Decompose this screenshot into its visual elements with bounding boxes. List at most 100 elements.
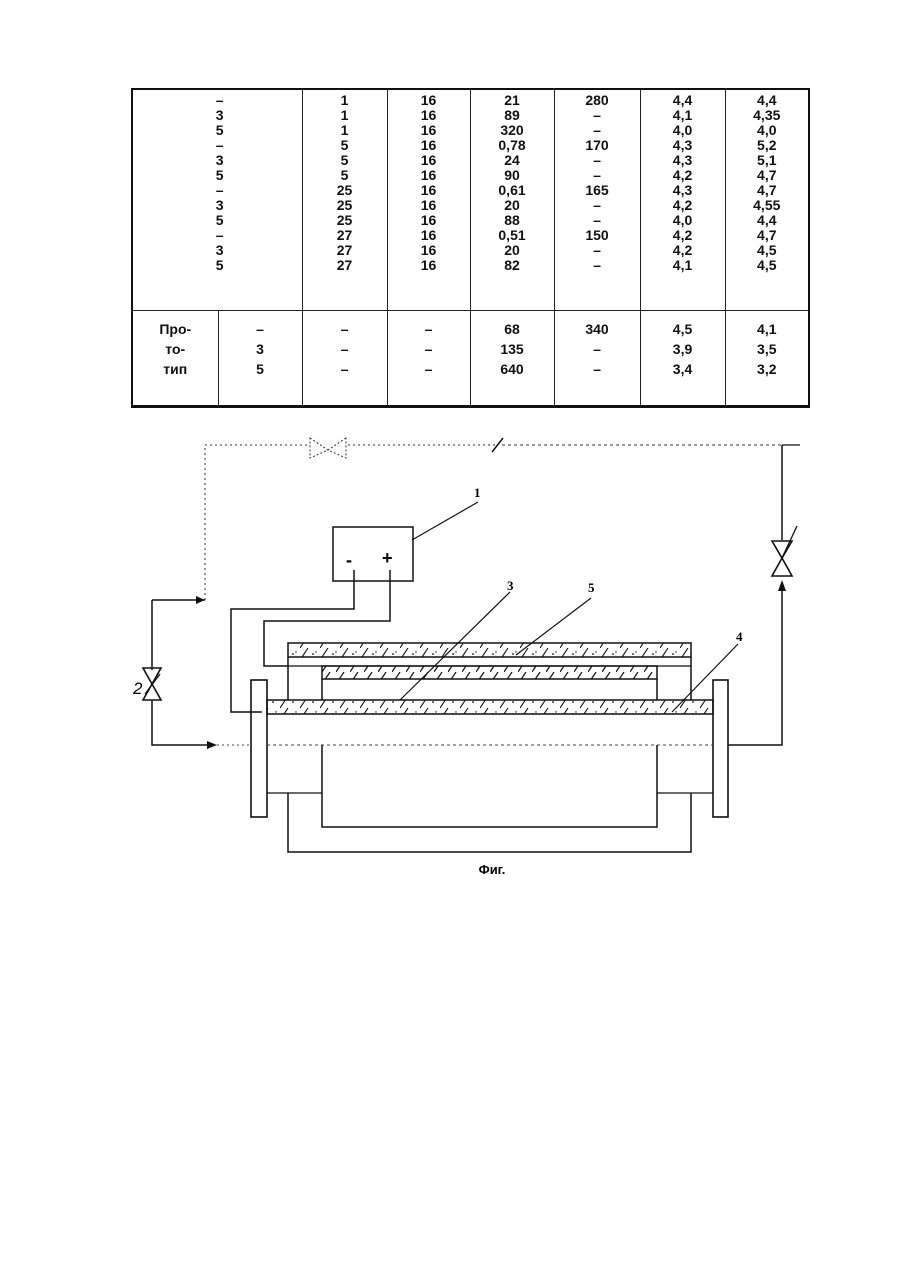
table-cell: 27 <box>303 228 387 243</box>
table-cell: 1 <box>303 108 387 123</box>
table-cell: 16 <box>388 228 470 243</box>
table-cell: 0,51 <box>471 228 554 243</box>
table-cell: 3 <box>133 153 224 168</box>
table-column-2: 161616161616161616161616 <box>387 90 470 310</box>
table-cell: 27 <box>303 258 387 273</box>
table-cell: 4,4 <box>726 93 809 108</box>
table-cell: 4,0 <box>641 213 725 228</box>
table-cell: 88 <box>471 213 554 228</box>
table-cell: 0,78 <box>471 138 554 153</box>
table-cell: 5,1 <box>726 153 809 168</box>
inner-chamber <box>322 745 657 827</box>
prototype-column-3: 68135640 <box>470 310 554 405</box>
plus-terminal: + <box>382 548 393 568</box>
table-cell: 24 <box>471 153 554 168</box>
table-cell: – <box>555 243 640 258</box>
table-cell: 5 <box>303 153 387 168</box>
table-cell: 4,35 <box>726 108 809 123</box>
table-cell: 5 <box>133 168 224 183</box>
plate-3 <box>322 666 657 679</box>
outlet-pipe <box>728 445 786 745</box>
table-cell: 4,4 <box>641 93 725 108</box>
table-cell: – <box>388 359 470 379</box>
prototype-column-4: 340–– <box>554 310 640 405</box>
table-column-4: 280––170––165––150–– <box>554 90 640 310</box>
prototype-label-line: то- <box>133 339 218 359</box>
table-cell: 135 <box>471 339 554 359</box>
table-cell: 27 <box>303 243 387 258</box>
table-cell: 90 <box>471 168 554 183</box>
table-cell: 150 <box>555 228 640 243</box>
table-cell: – <box>555 168 640 183</box>
table-cell: 170 <box>555 138 640 153</box>
table-cell: 4,5 <box>641 319 725 339</box>
table-cell: 5 <box>303 168 387 183</box>
table-cell: 0,61 <box>471 183 554 198</box>
table-cell: 3 <box>133 243 224 258</box>
table-cell: 16 <box>388 198 470 213</box>
table-cell: 4,4 <box>726 213 809 228</box>
table-cell: 20 <box>471 198 554 213</box>
table-cell: 82 <box>471 258 554 273</box>
table-cell: – <box>219 319 302 339</box>
plate-4 <box>267 700 713 714</box>
table-cell: – <box>555 213 640 228</box>
table-cell: 4,2 <box>641 198 725 213</box>
left-flange <box>251 680 267 817</box>
label-power-supply: 1 <box>474 485 481 500</box>
table-cell: – <box>303 319 387 339</box>
table-cell: 16 <box>388 153 470 168</box>
prototype-column-0: –35 <box>218 310 302 405</box>
table-cell: 68 <box>471 319 554 339</box>
table-cell: 640 <box>471 359 554 379</box>
table-cell: – <box>388 339 470 359</box>
prototype-label: Про-то-тип <box>133 310 218 405</box>
power-supply-box <box>333 502 478 581</box>
table-cell: 3,5 <box>726 339 809 359</box>
table-cell: 3,2 <box>726 359 809 379</box>
table-cell: 4,3 <box>641 183 725 198</box>
main-rows: –35–35–35–351115552525252727271616161616… <box>133 90 808 310</box>
table-cell: 16 <box>388 168 470 183</box>
label-element-4: 4 <box>736 629 743 644</box>
table-cell: 4,5 <box>726 243 809 258</box>
table-cell: 165 <box>555 183 640 198</box>
table-cell: 5 <box>303 138 387 153</box>
negative-wire <box>231 570 354 712</box>
data-table: –35–35–35–351115552525252727271616161616… <box>133 90 808 405</box>
table-cell: – <box>555 359 640 379</box>
table-cell: – <box>133 228 224 243</box>
table-cell: 16 <box>388 138 470 153</box>
table-cell: 3 <box>133 108 224 123</box>
table-cell: 3,4 <box>641 359 725 379</box>
table-cell: 16 <box>388 123 470 138</box>
table-cell: 5 <box>219 359 302 379</box>
table-cell: 1 <box>303 123 387 138</box>
table-cell: 4,1 <box>726 319 809 339</box>
table-cell: 3,9 <box>641 339 725 359</box>
table-cell: 3 <box>133 198 224 213</box>
prototype-column-6: 4,13,53,2 <box>725 310 808 405</box>
results-table: –35–35–35–351115552525252727271616161616… <box>131 88 810 408</box>
prototype-label-line: тип <box>133 359 218 379</box>
table-cell: – <box>133 138 224 153</box>
table-cell: 16 <box>388 258 470 273</box>
prototype-column-2: ––– <box>387 310 470 405</box>
outlet-valve-icon <box>772 526 797 576</box>
table-cell: 25 <box>303 183 387 198</box>
table-cell: 4,1 <box>641 108 725 123</box>
table-cell: 320 <box>471 123 554 138</box>
top-valve-icon <box>310 438 346 458</box>
table-cell: – <box>555 123 640 138</box>
table-cell: – <box>303 359 387 379</box>
table-cell: 1 <box>303 93 387 108</box>
prototype-label-line: Про- <box>133 319 218 339</box>
table-cell: – <box>133 93 224 108</box>
minus-terminal: - <box>346 550 352 570</box>
table-cell: 4,3 <box>641 153 725 168</box>
table-cell: 16 <box>388 108 470 123</box>
apparatus-diagram: 1 - + 3 5 4 2 <box>0 420 900 890</box>
table-cell: 3 <box>219 339 302 359</box>
table-cell: 4,2 <box>641 168 725 183</box>
inlet-valve-icon <box>143 668 161 700</box>
